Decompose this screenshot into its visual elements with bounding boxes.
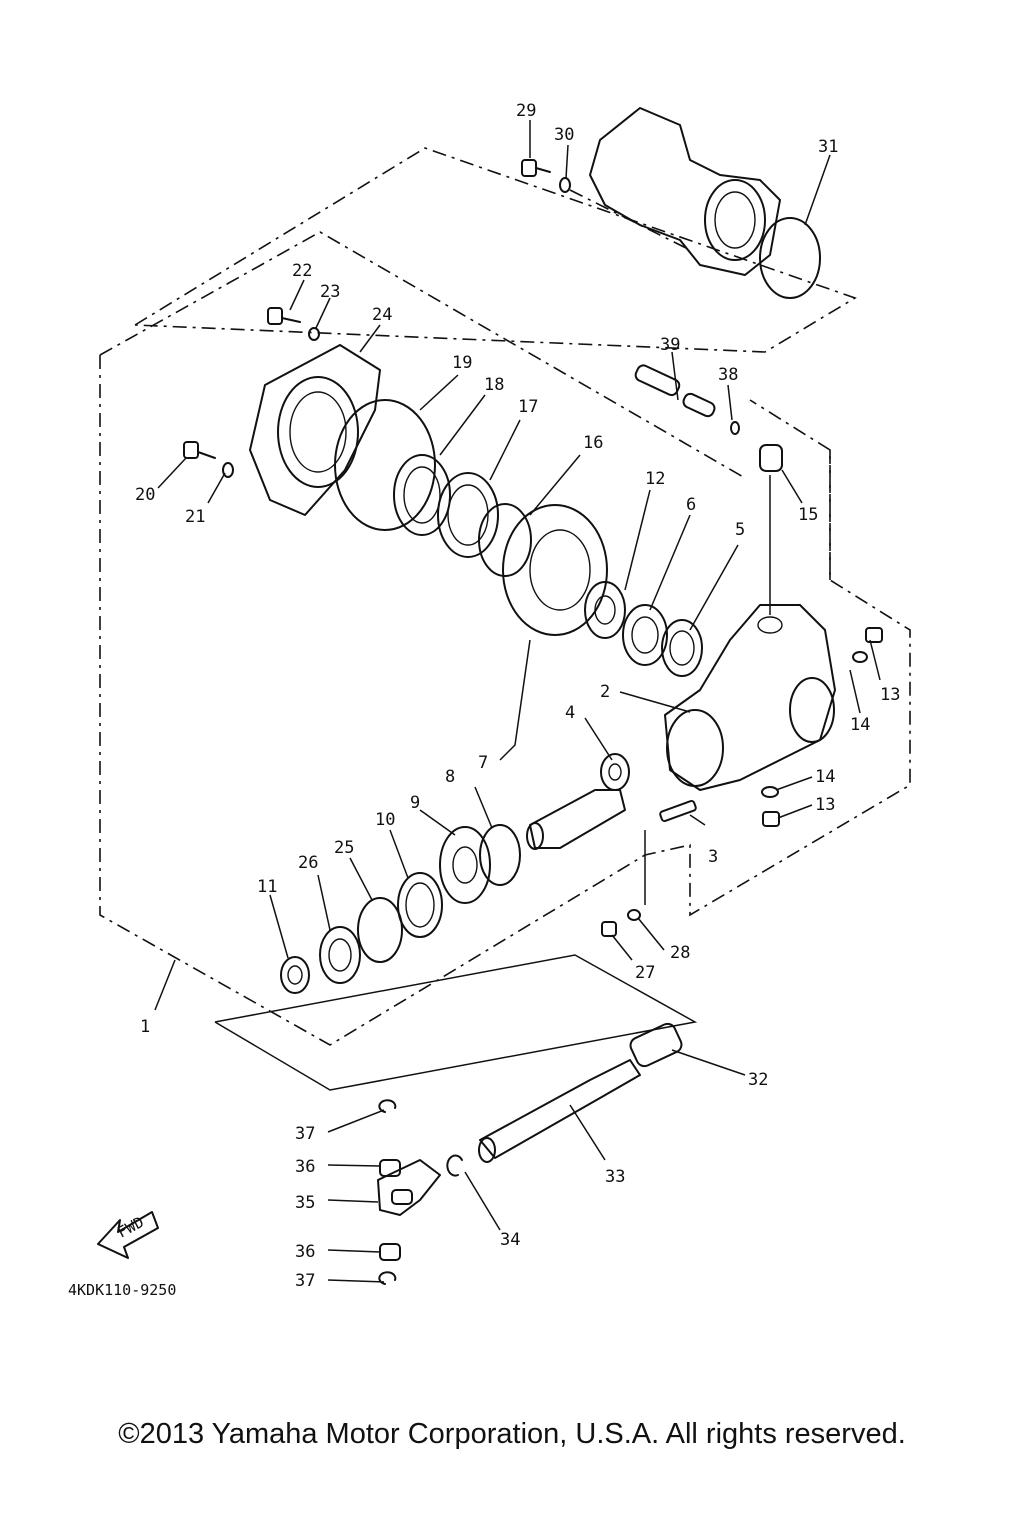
callout-13-lower: 13: [815, 795, 835, 815]
callout-38: 38: [718, 365, 738, 385]
callout-26: 26: [298, 853, 318, 873]
part-10-nut: [397, 872, 443, 938]
callout-labels: 1 2 3 4 5 6 7 8 9 10 11 12 13 13 14 14 1…: [135, 101, 900, 1291]
part-36-bearing-lower: [379, 1243, 401, 1261]
part-34-circlip: [446, 1154, 463, 1177]
callout-25: 25: [334, 838, 354, 858]
callout-15: 15: [798, 505, 818, 525]
part-28-washer: [627, 909, 641, 921]
part-14-gasket-lower: [761, 786, 779, 798]
callout-32: 32: [748, 1070, 768, 1090]
part-38-clip: [730, 421, 740, 435]
part-4-bearing: [600, 753, 630, 791]
part-21-washer: [222, 462, 234, 478]
part-8-shim: [479, 824, 521, 886]
part-15-cap: [759, 444, 783, 472]
callout-37-upper: 37: [295, 1124, 315, 1144]
callout-18: 18: [484, 375, 504, 395]
part-30-washer: [559, 177, 571, 193]
part-18-seal: [393, 454, 451, 536]
part-5-seal: [661, 619, 703, 677]
part-16-shim: [478, 503, 532, 577]
part-9-bearing: [439, 826, 491, 904]
callout-3: 3: [708, 847, 718, 867]
part-23-washer: [308, 327, 320, 341]
callout-23: 23: [320, 282, 340, 302]
callout-33: 33: [605, 1167, 625, 1187]
callout-34: 34: [500, 1230, 520, 1250]
callout-36-upper: 36: [295, 1157, 315, 1177]
part-25-oring: [357, 897, 403, 963]
shaft-group-box: [214, 954, 698, 1091]
callout-36-lower: 36: [295, 1242, 315, 1262]
callout-7: 7: [478, 753, 488, 773]
part-32-coupling: [629, 1022, 683, 1068]
part-7-pinion-shaft: [526, 789, 626, 850]
callout-29: 29: [516, 101, 536, 121]
part-6-bearing: [622, 604, 668, 666]
callout-8: 8: [445, 767, 455, 787]
callout-5: 5: [735, 520, 745, 540]
callout-11: 11: [257, 877, 277, 897]
part-14-gasket-upper: [852, 651, 868, 663]
callout-9: 9: [410, 793, 420, 813]
part-2-gear-case: [664, 604, 836, 791]
part-27-nut: [601, 921, 617, 937]
callout-12: 12: [645, 469, 665, 489]
part-13-plug-upper: [865, 627, 883, 643]
part-11-collar: [280, 956, 310, 994]
part-37-circlip-upper: [378, 1099, 397, 1113]
part-19-oring: [334, 399, 436, 531]
leader-lines: [154, 120, 881, 1283]
callout-39: 39: [660, 335, 680, 355]
callout-19: 19: [452, 353, 472, 373]
callout-30: 30: [554, 125, 574, 145]
callout-4: 4: [565, 703, 575, 723]
callout-17: 17: [518, 397, 538, 417]
diagram-code: 4KDK110-9250: [68, 1281, 176, 1299]
fwd-arrow-icon: FWD: [97, 1211, 159, 1259]
part-31-housing: [589, 107, 781, 276]
callout-22: 22: [292, 261, 312, 281]
part-33-drive-shaft: [478, 1059, 641, 1163]
callout-1: 1: [140, 1017, 150, 1037]
part-17-bearing: [437, 472, 499, 558]
part-38-pin: [682, 392, 716, 418]
part-31-oring: [759, 217, 821, 299]
callout-31: 31: [818, 137, 838, 157]
part-24-cover: [249, 344, 381, 516]
callout-37-lower: 37: [295, 1271, 315, 1291]
callout-28: 28: [670, 943, 690, 963]
part-22-bolt: [267, 307, 301, 325]
callout-16: 16: [583, 433, 603, 453]
part-20-bolt: [183, 441, 216, 459]
callout-27: 27: [635, 963, 655, 983]
callout-35: 35: [295, 1193, 315, 1213]
assembly-outline-top: [134, 147, 857, 353]
part-26-bearing: [319, 926, 361, 984]
copyright-notice: ©2013 Yamaha Motor Corporation, U.S.A. A…: [118, 1418, 906, 1450]
callout-10: 10: [375, 810, 395, 830]
part-13-plug-lower: [762, 811, 780, 827]
part-3-stud: [659, 799, 697, 823]
callout-14-upper: 14: [850, 715, 870, 735]
part-12-stopper: [584, 581, 626, 639]
callout-20: 20: [135, 485, 155, 505]
callout-6: 6: [686, 495, 696, 515]
assembly-outline: [99, 355, 911, 1046]
assembly-outline-upper: [99, 231, 746, 479]
part-39-pin: [634, 364, 681, 396]
part-29-bolt: [521, 159, 551, 177]
callout-24: 24: [372, 305, 392, 325]
callout-14-lower: 14: [815, 767, 835, 787]
callout-2: 2: [600, 682, 610, 702]
part-36-bearing-upper: [379, 1159, 401, 1177]
callout-21: 21: [185, 507, 205, 527]
callout-13-upper: 13: [880, 685, 900, 705]
part-7-ring-gear: [502, 504, 608, 636]
part-35-universal-joint: [377, 1159, 441, 1216]
